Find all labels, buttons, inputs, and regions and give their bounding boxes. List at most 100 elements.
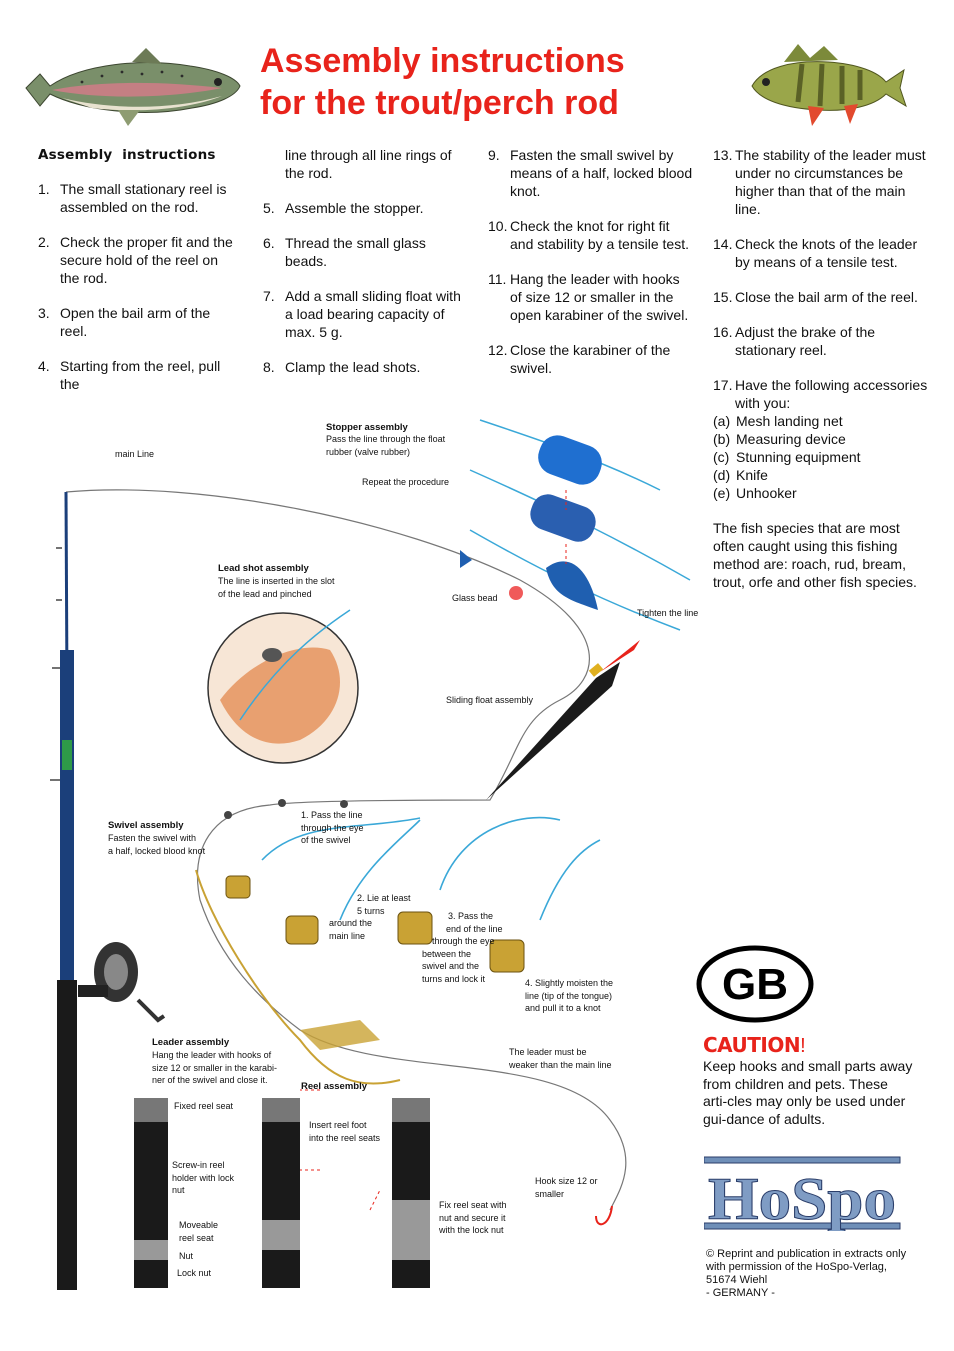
stopper-illustration bbox=[469, 419, 691, 631]
logo-text: HoSpo bbox=[708, 1166, 896, 1231]
accessory-text: Measuring device bbox=[736, 431, 846, 447]
trout-illustration bbox=[25, 48, 241, 126]
accessory-letter: (c) bbox=[713, 449, 730, 465]
step-15: 15.Close the bail arm of the reel. bbox=[713, 288, 931, 306]
step-text: The small stationary reel is assembled o… bbox=[60, 181, 227, 215]
glass-bead-label: Glass bead bbox=[452, 593, 498, 603]
accessory-letter: (e) bbox=[713, 485, 731, 501]
footer-line: © Reprint and publication in extracts on… bbox=[706, 1248, 907, 1260]
step-text: Fasten the small swivel by means of a ha… bbox=[510, 147, 693, 199]
accessory-letter: (b) bbox=[713, 431, 731, 447]
reel-assembly-title: Reel assembly bbox=[301, 1081, 368, 1092]
badge-text: GB bbox=[722, 960, 788, 1009]
step-3: 3.Open the bail arm of the reel. bbox=[38, 304, 238, 340]
accessory-item: (e)Unhooker bbox=[713, 484, 931, 502]
footer-line: 51674 Wiehl bbox=[706, 1274, 768, 1286]
accessory-item: (a) Mesh landing net bbox=[713, 412, 931, 430]
rod-assembly-illustration bbox=[50, 419, 691, 1290]
step-text: Thread the small glass beads. bbox=[285, 235, 426, 269]
reel-seat-illustration bbox=[134, 1098, 430, 1288]
step-4-continuation: line through all line rings of the rod. bbox=[285, 147, 452, 181]
step-1: 1. The small stationary reel is assembled… bbox=[38, 180, 238, 216]
lead-shot-title: Lead shot assembly bbox=[218, 563, 309, 574]
step-number: 12. bbox=[488, 342, 508, 358]
caution-heading: CAUTION! bbox=[703, 1033, 806, 1058]
step-10: 10.Check the knot for right fit and stab… bbox=[488, 217, 693, 253]
accessory-item: (d)Knife bbox=[713, 466, 931, 484]
instructions-column-1: Assembly instructions 1.The small statio… bbox=[38, 146, 238, 410]
step-number: 14. bbox=[713, 236, 733, 252]
step-number: 9. bbox=[488, 147, 500, 163]
accessory-text: Mesh landing net bbox=[736, 413, 843, 429]
step-text: Check the proper fit and the secure hold… bbox=[60, 234, 233, 286]
step-8: 8.Clamp the lead shots. bbox=[263, 358, 468, 376]
fish-species-note: The fish species that are most often cau… bbox=[713, 520, 917, 590]
step-14: 14.Check the knots of the leader by mean… bbox=[713, 235, 931, 271]
step-text: Clamp the lead shots. bbox=[285, 359, 421, 375]
step-text: Check the knots of the leader by means o… bbox=[735, 236, 918, 270]
step-13: 13.The stability of the leader must unde… bbox=[713, 146, 931, 218]
step-text: Close the karabiner of the swivel. bbox=[510, 342, 671, 376]
repeat-label: Repeat the procedure bbox=[362, 477, 450, 487]
step-text: Hang the leader with hooks of size 12 or… bbox=[510, 271, 689, 323]
step-text: Starting from the reel, pull the bbox=[60, 358, 221, 392]
step-text: Adjust the brake of the stationary reel. bbox=[735, 324, 876, 358]
accessory-text: Knife bbox=[736, 467, 768, 483]
caution-word: CAUTION bbox=[703, 1033, 801, 1057]
step-text: Check the knot for right fit and stabili… bbox=[510, 218, 689, 252]
step-number: 17. bbox=[713, 377, 733, 393]
step-7: 7. Add a small sliding float with a load … bbox=[263, 287, 468, 341]
step-6: 6.Thread the small glass beads. bbox=[263, 234, 468, 270]
accessory-letter: (a) bbox=[713, 413, 731, 429]
accessory-item: (c)Stunning equipment bbox=[713, 448, 931, 466]
instructions-column-3: 9. Fasten the small swivel by means of a … bbox=[488, 146, 693, 394]
step-number: 7. bbox=[263, 288, 275, 304]
step-number: 15. bbox=[713, 289, 733, 305]
swivel-knot-illustration bbox=[261, 816, 601, 921]
step-5: 5. Assemble the stopper. bbox=[263, 199, 468, 217]
lead-shot-inset bbox=[207, 609, 359, 764]
main-line-label: main Line bbox=[115, 449, 155, 459]
step-number: 4. bbox=[38, 358, 50, 374]
step-number: 5. bbox=[263, 200, 275, 216]
hospo-logo: HoSpo bbox=[704, 1156, 901, 1231]
step-text: Close the bail arm of the reel. bbox=[735, 289, 918, 305]
step-number: 2. bbox=[38, 234, 50, 250]
step-text: Assemble the stopper. bbox=[285, 200, 424, 216]
step-9: 9. Fasten the small swivel by means of a … bbox=[488, 146, 693, 200]
sliding-float-label: Sliding float assembly bbox=[446, 695, 534, 705]
step-text: Add a small sliding float with a load be… bbox=[285, 288, 461, 340]
country-badge: GB bbox=[696, 945, 814, 1023]
step-number: 10. bbox=[488, 218, 508, 234]
tighten-label: Tighten the line bbox=[637, 608, 699, 618]
step-4: 4. Starting from the reel, pull the bbox=[38, 357, 238, 393]
fixed-reel-seat-label: Fixed reel seat bbox=[174, 1101, 234, 1111]
step-16: 16.Adjust the brake of the stationary re… bbox=[713, 323, 931, 359]
accessory-item: (b) Measuring device bbox=[713, 430, 931, 448]
step-17: 17.Have the following accessories with y… bbox=[713, 376, 931, 412]
lock-nut-label: Lock nut bbox=[177, 1268, 212, 1278]
swivel-icon bbox=[225, 875, 525, 973]
leader-assembly-title: Leader assembly bbox=[152, 1037, 230, 1048]
page-title: Assembly instructions for the trout/perc… bbox=[260, 40, 720, 124]
swivel-assembly-title: Swivel assembly bbox=[108, 820, 184, 831]
step-number: 1. bbox=[38, 181, 50, 197]
step-number: 3. bbox=[38, 305, 50, 321]
stopper-assembly-title: Stopper assembly bbox=[326, 422, 408, 433]
nut-label: Nut bbox=[179, 1251, 194, 1261]
footer-line: - GERMANY - bbox=[706, 1287, 775, 1299]
step-number: 13. bbox=[713, 147, 733, 163]
title-line-2: for the trout/perch rod bbox=[260, 84, 619, 122]
footer-line: with permission of the HoSpo-Verlag, bbox=[706, 1261, 887, 1273]
step-12: 12.Close the karabiner of the swivel. bbox=[488, 341, 693, 377]
